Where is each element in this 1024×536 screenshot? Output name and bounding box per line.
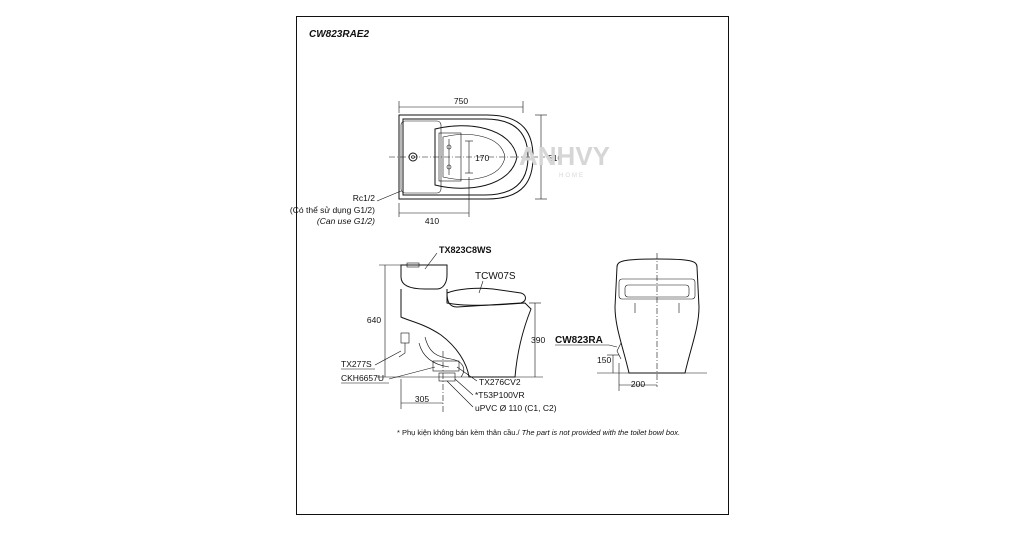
- inlet-note-vi: (Có thể sử dụng G1/2): [290, 205, 375, 215]
- watermark-logo: ANHVY: [519, 141, 610, 171]
- inlet-label: Rc1/2: [353, 193, 375, 203]
- dim-width: 750: [454, 96, 468, 106]
- technical-drawing: CW823RAE2 750 170 510: [290, 29, 707, 437]
- part-right-2: *T53P100VR: [475, 390, 525, 400]
- side-view: TX823C8WS TCW07S 640 390 305 TX277S: [341, 245, 557, 413]
- dim-depth: 510: [548, 153, 562, 163]
- front-view: CW823RA 150 200: [555, 253, 707, 391]
- dim-height: 640: [367, 315, 381, 325]
- footnote: * Phụ kiện không bán kèm thân cầu./ The …: [397, 428, 680, 437]
- front-model-label: CW823RA: [555, 335, 603, 346]
- drawing-sheet: CW823RAE2 750 170 510: [290, 16, 729, 515]
- tank-part-label: TX823C8WS: [439, 245, 492, 255]
- seat-part-label: TCW07S: [475, 271, 516, 282]
- top-view: 750 170 510 410 Rc1/2 (Có thể: [290, 96, 563, 226]
- model-title: CW823RAE2: [309, 29, 369, 40]
- dim-offset: 410: [425, 216, 439, 226]
- inlet-note-en: (Can use G1/2): [317, 216, 375, 226]
- part-left-2: CKH6657U: [341, 373, 384, 383]
- footnote-en: The part is not provided with the toilet…: [520, 428, 681, 437]
- dim-inlet-offset: 200: [631, 379, 645, 389]
- dim-rough-in: 305: [415, 394, 429, 404]
- dim-seat-height: 390: [531, 335, 545, 345]
- dim-inner: 170: [475, 153, 489, 163]
- footnote-vi: * Phụ kiện không bán kèm thân cầu./: [397, 428, 520, 437]
- part-left-1: TX277S: [341, 359, 372, 369]
- dim-inlet-height: 150: [597, 355, 611, 365]
- part-right-3: uPVC Ø 110 (C1, C2): [475, 403, 557, 413]
- part-right-1: TX276CV2: [479, 377, 521, 387]
- watermark-sub: HOME: [559, 173, 585, 179]
